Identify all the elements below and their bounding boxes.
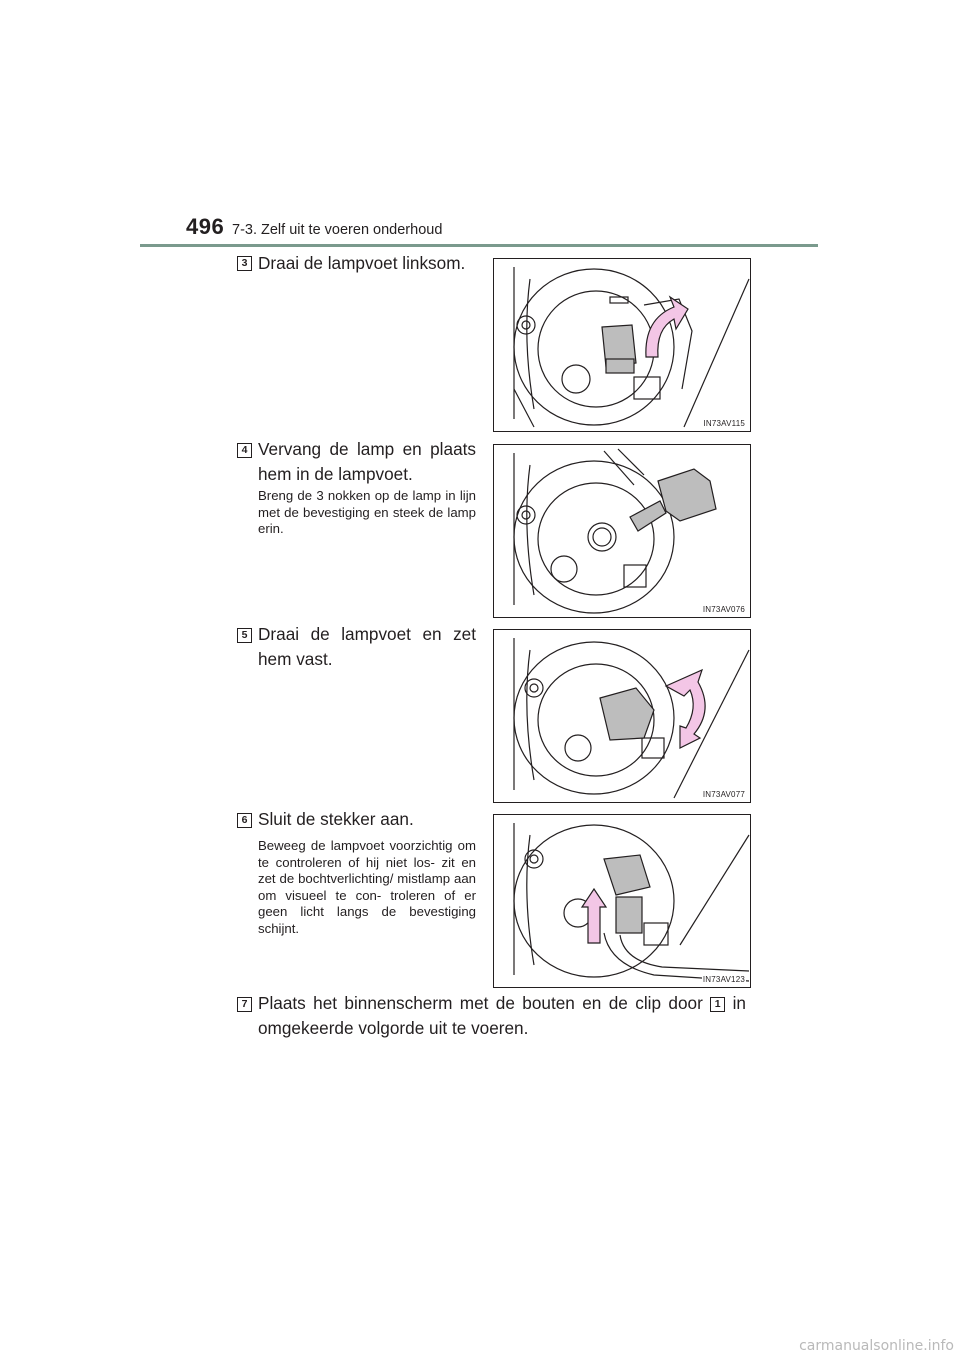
step-7-text-after: in omgekeerde volgorde uit te voeren. <box>258 993 746 1038</box>
step-number-7: 7 <box>237 997 252 1012</box>
lamp-illustration-replace <box>513 448 717 614</box>
page-number: 496 <box>186 214 225 239</box>
figure-code: IN73AV123 <box>701 975 746 984</box>
step-6-note: Beweeg de lampvoet voorzichtig om te con… <box>258 838 476 936</box>
lamp-illustration-secure <box>513 638 750 799</box>
step-5-title: Draai de lampvoet en zet hem vast. <box>258 624 476 669</box>
figure-step-4: IN73AV076 <box>493 444 751 618</box>
step-3-title: Draai de lampvoet linksom. <box>258 253 466 273</box>
page-header: 496 7-3. Zelf uit te voeren onderhoud <box>186 214 818 248</box>
step-number-4: 4 <box>237 443 252 458</box>
step-4-note: Breng de 3 nokken op de lamp in lijn met… <box>258 488 476 536</box>
figure-step-5: IN73AV077 <box>493 629 751 803</box>
step-7-text: Plaats het binnenscherm met de bouten en… <box>258 991 746 1041</box>
step-number-5: 5 <box>237 628 252 643</box>
figure-step-6: IN73AV123 <box>493 814 751 988</box>
step-reference-1: 1 <box>710 997 726 1012</box>
step-4-title: Vervang de lamp en plaats hem in de lamp… <box>258 439 476 484</box>
figure-step-3: IN73AV115 <box>493 258 751 432</box>
step-number-6: 6 <box>237 813 252 828</box>
watermark: carmanualsonline.info <box>799 1338 954 1354</box>
step-6-title: Sluit de stekker aan. <box>258 809 414 829</box>
step-7-text-before: Plaats het binnenscherm met de bouten en… <box>258 993 703 1013</box>
figure-code: IN73AV076 <box>701 605 746 614</box>
section-title: 7-3. Zelf uit te voeren onderhoud <box>232 222 443 238</box>
step-number-3: 3 <box>237 256 252 271</box>
header-rule <box>140 244 818 247</box>
lamp-illustration-connect <box>513 823 750 982</box>
figure-code: IN73AV115 <box>702 419 746 428</box>
figure-code: IN73AV077 <box>701 790 746 799</box>
lamp-illustration-remove <box>513 267 750 428</box>
